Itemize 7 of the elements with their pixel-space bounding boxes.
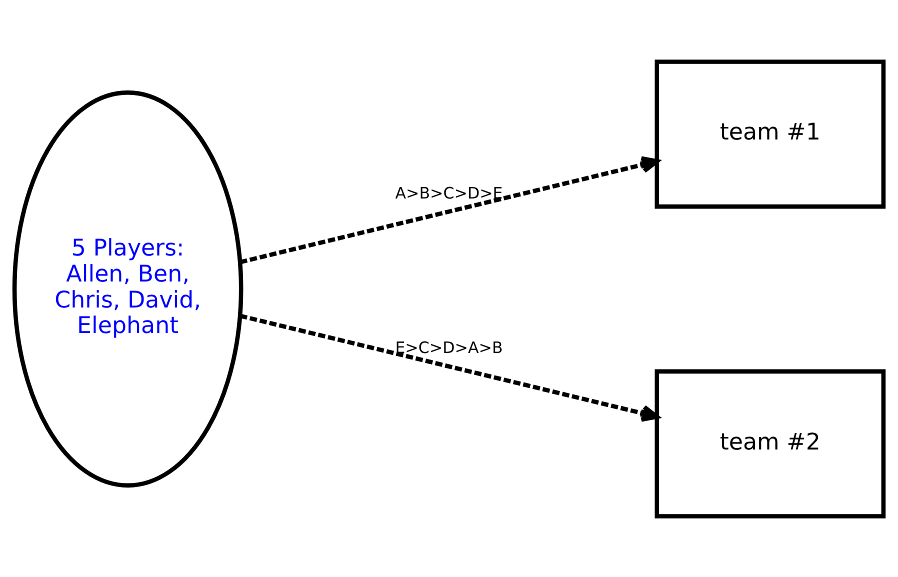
- edge-label: E>C>D>A>B: [395, 338, 503, 357]
- node-box: team #2: [654, 368, 886, 518]
- node-box: team #1: [654, 59, 886, 208]
- arrow: [240, 156, 660, 264]
- edge-label: A>B>C>D>E: [395, 182, 503, 202]
- node-ellipse: 5 Players: Allen, Ben, Chris, David, Elephant: [12, 90, 244, 488]
- arrow: [240, 313, 660, 422]
